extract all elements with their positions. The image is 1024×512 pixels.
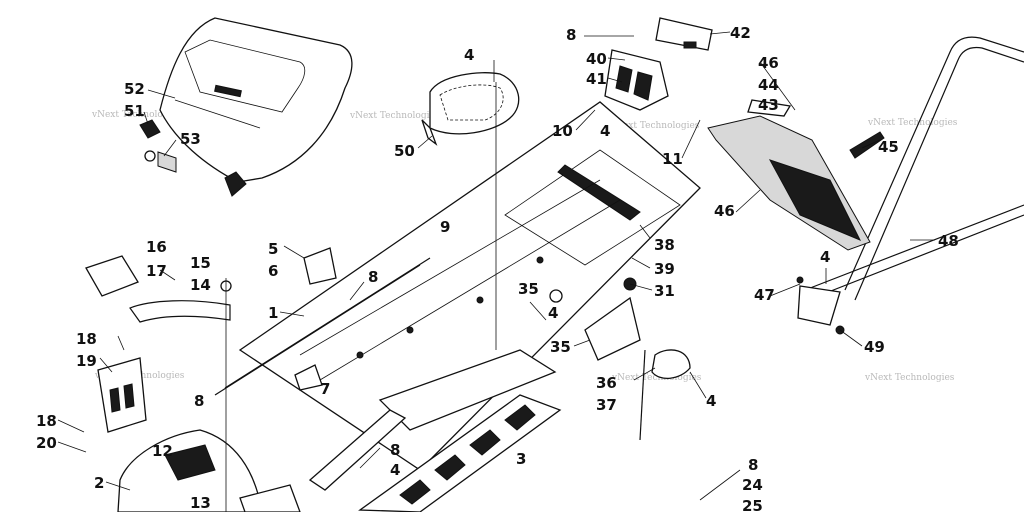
rear-bumper (797, 36, 1024, 326)
callout-53: 53 (180, 130, 201, 148)
running-board (308, 349, 562, 512)
callout-44: 44 (758, 76, 779, 94)
callout-17: 17 (146, 262, 167, 280)
callout-45: 45 (878, 138, 899, 156)
callout-8-left: 8 (194, 392, 204, 410)
callout-13: 13 (190, 494, 211, 512)
callout-42: 42 (730, 24, 751, 42)
callout-39: 39 (654, 260, 675, 278)
callout-4-right-bottom: 4 (706, 392, 716, 410)
callout-46-top: 46 (758, 54, 779, 72)
watermark-8: vNext Technologies (864, 373, 955, 383)
callout-8-top: 8 (566, 26, 576, 44)
callout-15: 15 (190, 254, 211, 272)
callout-10: 10 (552, 122, 573, 140)
callout-9: 9 (440, 218, 450, 236)
callout-18-top: 18 (76, 330, 97, 348)
callout-43: 43 (758, 96, 779, 114)
callout-1: 1 (268, 304, 278, 322)
callout-8-bottom: 8 (390, 441, 400, 459)
callout-12: 12 (152, 442, 173, 460)
callout-40: 40 (586, 50, 607, 68)
callout-46-bottom: 46 (714, 202, 735, 220)
callout-36: 36 (596, 374, 617, 392)
callout-38: 38 (654, 236, 675, 254)
callout-35-top: 35 (518, 280, 539, 298)
callout-11: 11 (662, 150, 683, 168)
callout-52: 52 (124, 80, 145, 98)
small-hardware (220, 247, 845, 441)
callout-37: 37 (596, 396, 617, 414)
callout-4-mid: 4 (548, 304, 558, 322)
callout-4-bottom: 4 (390, 461, 400, 479)
callout-48: 48 (938, 232, 959, 250)
callout-47: 47 (754, 286, 775, 304)
callout-8-mid: 8 (368, 268, 378, 286)
left-brackets (85, 255, 231, 433)
callout-16: 16 (146, 238, 167, 256)
watermark-7: vNext Technologies (611, 373, 702, 383)
callout-24: 24 (742, 476, 763, 494)
callout-49: 49 (864, 338, 885, 356)
callout-5: 5 (268, 240, 278, 258)
callout-20: 20 (36, 434, 57, 452)
snow-flap (707, 99, 885, 251)
watermark-1: vNext Technologies (91, 110, 182, 120)
callout-31: 31 (654, 282, 675, 300)
callout-19: 19 (76, 352, 97, 370)
leader-lines (57, 31, 935, 512)
callout-6: 6 (268, 262, 278, 280)
watermark-3: vNext Technologies (609, 121, 700, 131)
callout-35-bottom: 35 (550, 338, 571, 356)
callout-50: 50 (394, 142, 415, 160)
callout-3: 3 (516, 450, 526, 468)
callout-labels: 52 51 53 4 50 8 40 41 42 10 4 11 46 44 4… (36, 24, 959, 512)
callout-4-right: 4 (820, 248, 830, 266)
callout-18-bottom: 18 (36, 412, 57, 430)
callout-51: 51 (124, 102, 145, 120)
watermark-2: vNext Technologies (349, 111, 440, 121)
watermark-4: vNext Technologies (867, 118, 958, 128)
callout-25: 25 (742, 497, 763, 512)
rear-bracket (604, 17, 713, 111)
callout-4-bag: 4 (464, 46, 474, 64)
callout-8-br: 8 (748, 456, 758, 474)
callout-14: 14 (190, 276, 211, 294)
tunnel (214, 101, 701, 471)
seat-assembly (139, 17, 353, 197)
callout-2: 2 (94, 474, 104, 492)
callout-4-top: 4 (600, 122, 610, 140)
callout-7: 7 (320, 380, 330, 398)
callout-41: 41 (586, 70, 607, 88)
storage-bag (421, 72, 520, 146)
